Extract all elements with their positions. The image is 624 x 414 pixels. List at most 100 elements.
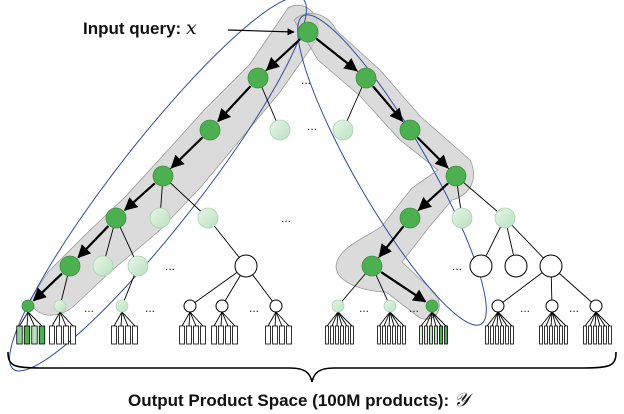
empty-node [545, 299, 559, 313]
leaf-bar [279, 325, 285, 345]
leaf-edge [497, 311, 508, 327]
leaf-bar [402, 325, 406, 345]
leaf-edge [189, 311, 204, 327]
active-node [21, 299, 35, 313]
tree-edges [19, 31, 611, 327]
active-node [59, 255, 81, 277]
leaf-edge [213, 311, 223, 327]
active-node [445, 165, 467, 187]
leaf-bar [485, 325, 489, 345]
leaf-bar [70, 325, 76, 345]
leaf-edge [378, 311, 391, 327]
beam-outlines [9, 0, 487, 372]
leaf-edge [594, 311, 597, 327]
leaf-edge [58, 311, 61, 327]
leaf-edge [27, 311, 35, 327]
leaf-edge [275, 311, 290, 327]
leaf-bar [510, 325, 514, 345]
empty-node [539, 254, 563, 278]
leaf-edge [595, 311, 601, 327]
leaf-bar [583, 325, 587, 345]
leaf-bar [603, 325, 607, 345]
tree-nodes [21, 21, 603, 313]
ellipsis-marker: ... [359, 301, 369, 315]
active-node [152, 165, 174, 187]
faded-node [331, 299, 345, 313]
leaf-bar [49, 325, 55, 345]
leaf-edge [27, 311, 43, 327]
leaf-bar [111, 325, 117, 345]
leaf-edge [337, 311, 343, 327]
leaf-edge [388, 311, 391, 327]
leaf-edge [326, 311, 339, 327]
empty-node [491, 299, 505, 313]
leaf-edge [389, 311, 405, 327]
leaf-bar [598, 325, 602, 345]
faded-node [332, 119, 354, 141]
leaf-edge [491, 311, 499, 327]
leaf-edge [497, 311, 503, 327]
leaf-bar [564, 325, 568, 345]
leaf-bar [500, 325, 504, 345]
leaf-edge [383, 311, 391, 327]
leaf-edge [331, 311, 339, 327]
leaf-bar [132, 325, 138, 345]
leaf-bar [554, 325, 558, 345]
empty-node [269, 299, 283, 313]
faded-node [494, 207, 516, 229]
leaf-edge [595, 311, 606, 327]
output-space-label: Output Product Space (100M products): 𝒴 [128, 389, 474, 411]
leaf-bar [539, 325, 543, 345]
leaf-edge [389, 311, 395, 327]
leaf-edge [431, 311, 442, 327]
leaf-edge [425, 311, 433, 327]
leaf-edge [181, 311, 191, 327]
output-brace [7, 351, 617, 383]
leaf-edge [337, 311, 353, 327]
ellipsis-marker: ... [84, 301, 94, 315]
leaf-edge [595, 311, 611, 327]
ellipsis-marker: ... [569, 301, 579, 315]
leaf-bar [200, 325, 206, 345]
path-arrow [217, 85, 252, 123]
active-node [399, 119, 421, 141]
right-beam-outline [297, 14, 487, 326]
leaf-bar [340, 325, 344, 345]
ellipsis-markers: .................................... [84, 73, 579, 315]
leaf-edge [267, 311, 277, 327]
leaf-edge [113, 311, 123, 327]
leaf-bar [608, 325, 612, 345]
leaf-bar [335, 325, 339, 345]
leaf-bar [193, 325, 199, 345]
active-node [361, 255, 383, 277]
leaf-bar [272, 325, 278, 345]
ellipsis-marker: ... [520, 301, 530, 315]
leaf-bar [544, 325, 548, 345]
leaf-bar [63, 325, 69, 345]
leaf-edge [550, 311, 553, 327]
left-beam-outline [9, 0, 307, 372]
leaf-edge [274, 311, 277, 327]
empty-node [234, 254, 258, 278]
leaf-edge [188, 311, 191, 327]
leaf-edge [337, 311, 348, 327]
leaf-bar [377, 325, 381, 345]
leaf-bar [350, 325, 354, 345]
empty-node [589, 299, 603, 313]
faded-node [269, 119, 291, 141]
leaf-bars [16, 325, 612, 345]
leaf-bar [490, 325, 494, 345]
active-node [399, 207, 421, 229]
path-arrow [123, 182, 156, 211]
leaf-bar [392, 325, 396, 345]
faded-node [92, 255, 114, 277]
leaf-bar [330, 325, 334, 345]
leaf-bar [211, 325, 217, 345]
active-node [199, 119, 221, 141]
empty-node [469, 254, 493, 278]
leaf-edge [275, 311, 283, 327]
active-node [297, 21, 319, 43]
active-node [247, 67, 269, 89]
empty-node [215, 299, 229, 313]
leaf-edge [545, 311, 553, 327]
